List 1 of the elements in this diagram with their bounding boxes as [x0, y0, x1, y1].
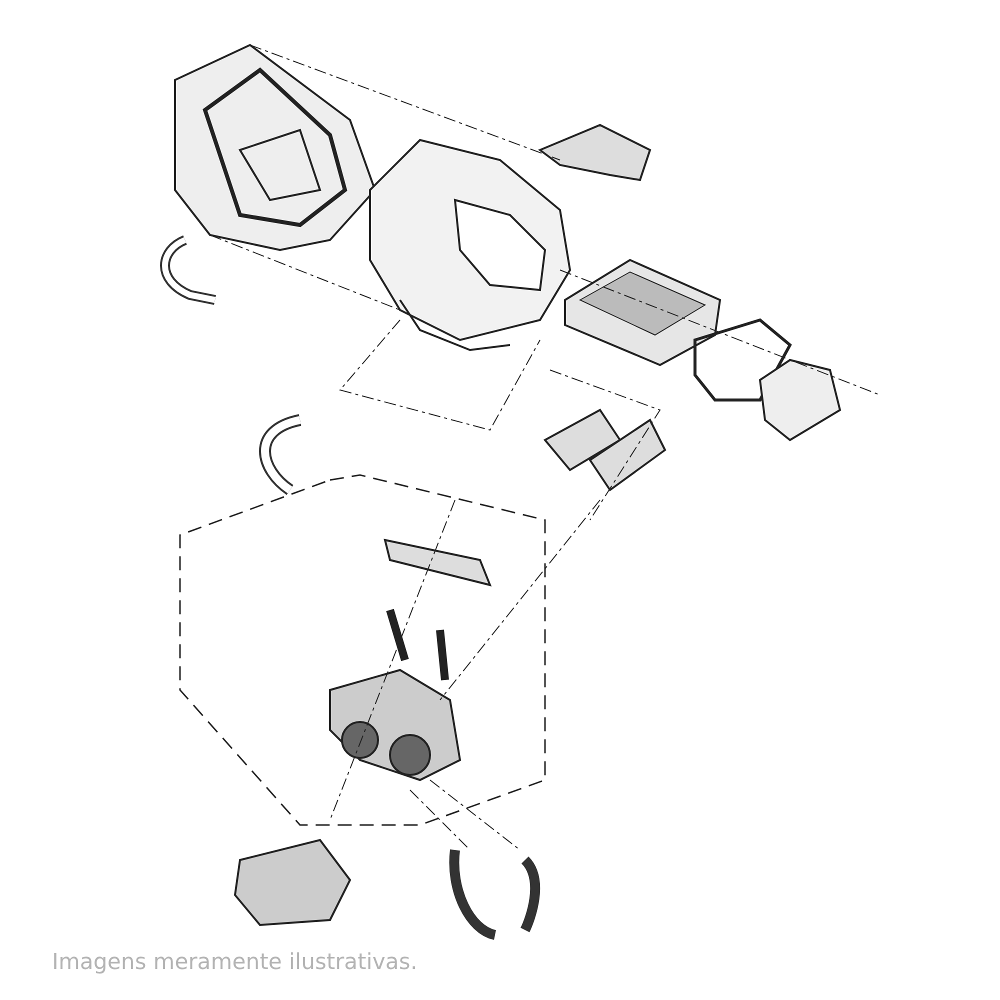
- disclaimer-note: Imagens meramente ilustrativas.: [52, 950, 418, 975]
